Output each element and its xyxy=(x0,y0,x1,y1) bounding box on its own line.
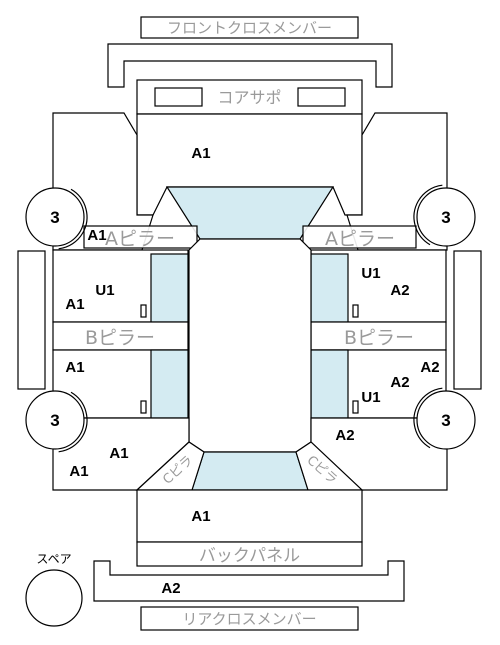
front-right-wheel[interactable]: 3 xyxy=(402,173,489,260)
rear-cross-member[interactable]: リアクロスメンバー xyxy=(140,606,359,631)
rear-left-wheel-grade: 3 xyxy=(50,411,59,430)
rear-window xyxy=(191,451,309,491)
left-front-fender-grade: A1 xyxy=(87,227,106,244)
front-bumper[interactable] xyxy=(107,43,393,88)
trunk[interactable] xyxy=(136,489,363,543)
left-front-door-a-grade: A1 xyxy=(65,296,84,313)
right-front-door-u-grade: U1 xyxy=(361,265,380,282)
left-headlight xyxy=(154,87,203,107)
back-panel[interactable] xyxy=(136,541,363,567)
left-rear-window xyxy=(150,349,189,419)
spare-tire[interactable] xyxy=(25,569,83,627)
front-left-wheel-grade: 3 xyxy=(50,208,59,227)
right-headlight xyxy=(297,87,346,107)
right-rear-door-u-grade: U1 xyxy=(361,389,380,406)
rear-right-wheel-grade: 3 xyxy=(441,411,450,430)
right-rear-window xyxy=(310,349,349,419)
left-rear-door-grade: A1 xyxy=(65,359,84,376)
core-support-label: コアサポ xyxy=(217,88,281,107)
hood-grade: A1 xyxy=(191,145,210,162)
right-rear-door-a-grade: A2 xyxy=(390,374,409,391)
back-panel-label: バックパネル xyxy=(199,546,300,566)
rear-bumper-grade: A2 xyxy=(161,580,180,597)
left-b-pillar[interactable] xyxy=(52,321,189,351)
left-a-pillar-label: Aピラー xyxy=(105,228,175,250)
left-rear-quarter-upper-grade: A1 xyxy=(109,445,128,462)
front-right-wheel-grade: 3 xyxy=(441,208,450,227)
front-cross-member[interactable]: フロントクロスメンバー xyxy=(140,16,359,39)
right-a-pillar[interactable] xyxy=(302,225,417,249)
core-support[interactable]: コアサポ xyxy=(136,79,363,115)
spare-label: スペア xyxy=(36,552,71,566)
left-side-step[interactable] xyxy=(17,250,46,390)
right-front-handle xyxy=(352,304,359,318)
left-a-pillar[interactable] xyxy=(83,225,198,249)
rear-cross-member-label: リアクロスメンバー xyxy=(182,610,316,628)
rear-right-wheel[interactable]: 3 xyxy=(402,376,489,463)
rear-left-wheel[interactable]: 3 xyxy=(11,376,98,463)
right-b-pillar[interactable] xyxy=(310,321,447,351)
right-rear-handle xyxy=(352,400,359,414)
right-rear-quarter-a-grade: A2 xyxy=(420,359,439,376)
left-rear-quarter-lower-grade: A1 xyxy=(69,463,88,480)
trunk-grade: A1 xyxy=(191,508,210,525)
left-front-handle xyxy=(140,304,147,318)
rear-bumper[interactable] xyxy=(93,560,405,602)
right-b-pillar-label: Bピラー xyxy=(344,327,414,349)
left-front-door-u-grade: U1 xyxy=(95,282,114,299)
front-cross-member-label: フロントクロスメンバー xyxy=(167,19,332,37)
right-front-door-a-grade: A2 xyxy=(390,282,409,299)
right-side-step[interactable] xyxy=(453,250,482,390)
right-rear-quarter-lower-grade: A2 xyxy=(335,427,354,444)
left-front-window xyxy=(150,253,189,323)
right-front-window xyxy=(310,253,349,323)
roof xyxy=(188,238,312,453)
left-rear-handle xyxy=(140,400,147,414)
left-b-pillar-label: Bピラー xyxy=(85,327,155,349)
right-a-pillar-label: Aピラー xyxy=(325,228,395,250)
front-left-wheel[interactable]: 3 xyxy=(11,173,98,260)
